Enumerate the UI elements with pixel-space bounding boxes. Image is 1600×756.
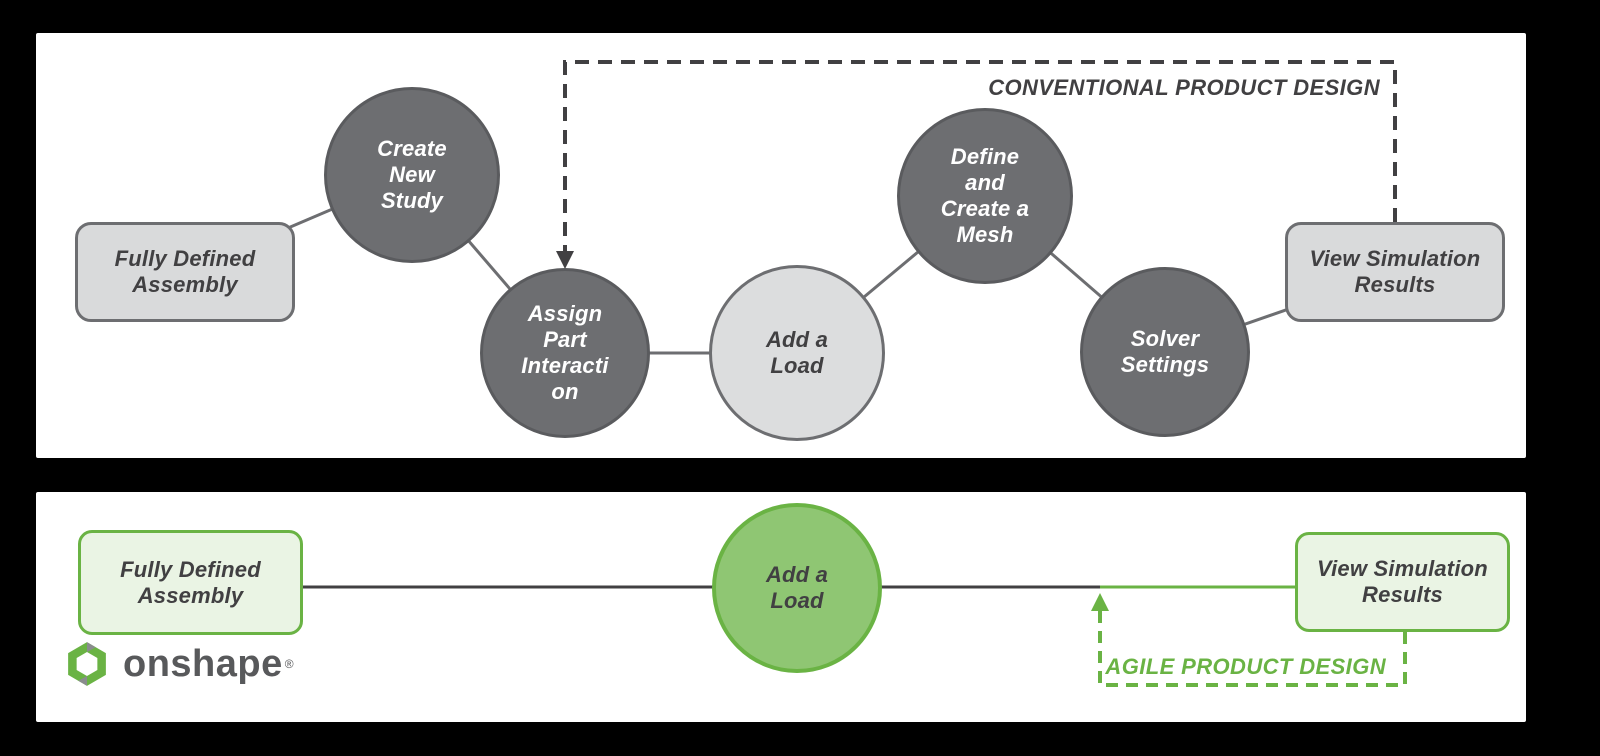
agile-loop-path — [1098, 610, 1407, 687]
logo-accent — [78, 676, 87, 686]
arrowhead-up-icon — [1091, 593, 1109, 611]
node-solver-settings: Solver Settings — [1080, 267, 1250, 437]
node-create-new-study: Create New Study — [324, 87, 500, 263]
node-label: Assign Part Interacti on — [521, 301, 609, 404]
node-view-simulation-results: View Simulation Results — [1285, 222, 1505, 322]
node-fully-defined-assembly: Fully Defined Assembly — [78, 530, 303, 635]
node-label: Add a Load — [765, 562, 829, 613]
onshape-logo-icon — [68, 642, 106, 686]
conventional-loop-arrow — [556, 60, 1397, 269]
node-label: Add a Load — [765, 327, 829, 378]
onshape-wordmark: onshape — [123, 642, 283, 685]
node-view-simulation-results: View Simulation Results — [1295, 532, 1510, 632]
onshape-logo: onshape ® — [63, 640, 294, 688]
node-add-a-load: Add a Load — [712, 503, 882, 673]
node-fully-defined-assembly: Fully Defined Assembly — [75, 222, 295, 322]
node-label: Fully Defined Assembly — [114, 246, 256, 297]
node-define-and-create-a-mesh: Define and Create a Mesh — [897, 108, 1073, 284]
node-assign-part-interaction: Assign Part Interacti on — [480, 268, 650, 438]
registered-mark: ® — [284, 657, 294, 671]
logo-hexagon — [68, 642, 106, 686]
node-label: Fully Defined Assembly — [120, 556, 261, 608]
agile-design-label: AGILE PRODUCT DESIGN — [1105, 654, 1386, 679]
agile-workflow-panel: AGILE PRODUCT DESIGN Fully Defined Assem… — [36, 492, 1526, 722]
logo-accent — [87, 642, 96, 652]
node-label: View Simulation Results — [1309, 246, 1481, 297]
node-label: Solver Settings — [1120, 326, 1210, 377]
bottom-panel-connectors-svg — [303, 585, 1407, 687]
conventional-design-label: CONVENTIONAL PRODUCT DESIGN — [988, 75, 1380, 100]
node-label: View Simulation Results — [1317, 556, 1488, 607]
conventional-workflow-panel: CONVENTIONAL PRODUCT DESIGN Fully Define… — [36, 33, 1526, 458]
arrowhead-down-icon — [556, 251, 574, 269]
node-add-a-load: Add a Load — [709, 265, 885, 441]
node-label: Define and Create a Mesh — [940, 144, 1030, 247]
conventional-loop-path — [563, 60, 1397, 253]
agile-loop-arrow — [1091, 593, 1407, 687]
node-label: Create New Study — [377, 136, 447, 213]
